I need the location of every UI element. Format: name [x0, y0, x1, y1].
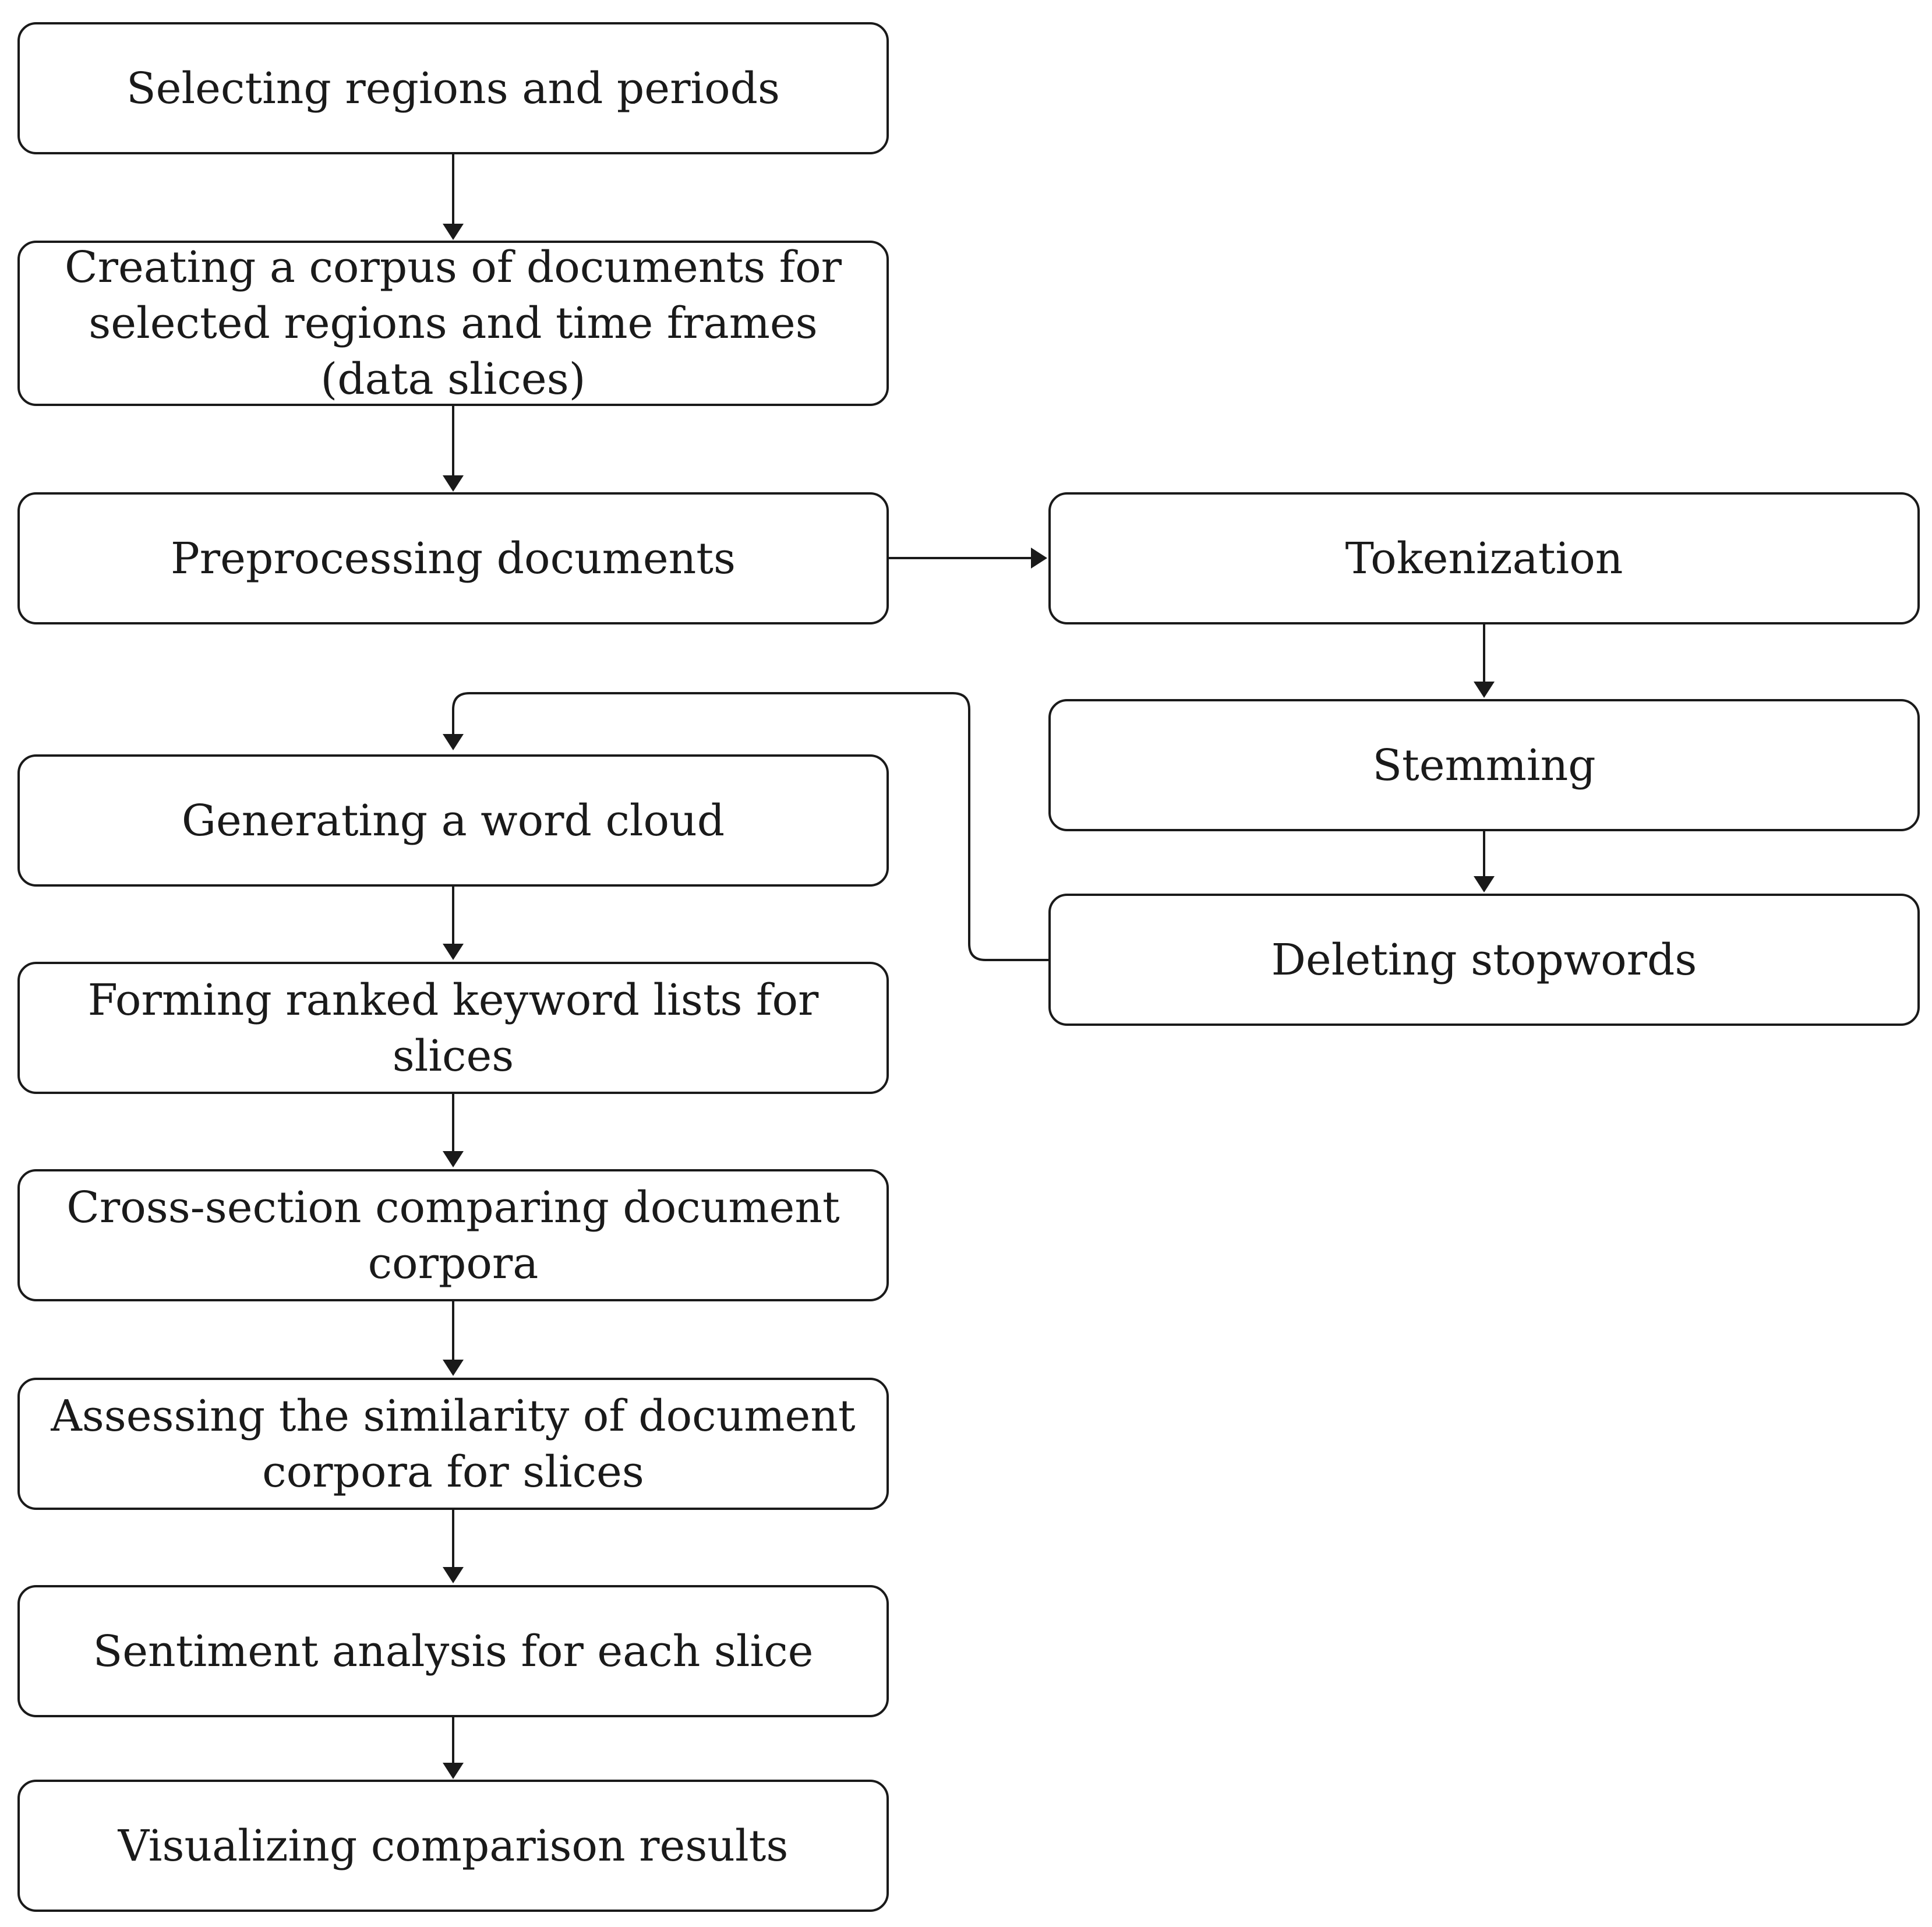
- step-similarity: Assessing the similarity of document cor…: [17, 1378, 889, 1510]
- arrow-stopwords-to-wordcloud: [452, 692, 1048, 961]
- step-keyword-lists-label: Forming ranked keyword lists for slices: [87, 975, 819, 1081]
- step-word-cloud-label: Generating a word cloud: [181, 795, 725, 846]
- substep-tokenization-label: Tokenization: [1345, 533, 1623, 584]
- step-visualizing: Visualizing comparison results: [17, 1780, 889, 1912]
- step-preprocessing-label: Preprocessing documents: [170, 533, 736, 584]
- step-selecting-regions-label: Selecting regions and periods: [126, 63, 780, 114]
- substep-deleting-stopwords-label: Deleting stopwords: [1271, 934, 1697, 985]
- step-keyword-lists: Forming ranked keyword lists for slices: [17, 962, 889, 1094]
- step-creating-corpus: Creating a corpus of documents for selec…: [17, 241, 889, 406]
- step-visualizing-label: Visualizing comparison results: [118, 1820, 789, 1871]
- step-cross-section-label: Cross-section comparing document corpora: [66, 1182, 840, 1289]
- step-creating-corpus-label: Creating a corpus of documents for selec…: [64, 242, 842, 404]
- substep-stemming-label: Stemming: [1372, 740, 1596, 790]
- step-selecting-regions: Selecting regions and periods: [17, 22, 889, 154]
- step-similarity-label: Assessing the similarity of document cor…: [51, 1390, 856, 1497]
- substep-deleting-stopwords: Deleting stopwords: [1048, 894, 1920, 1026]
- step-preprocessing: Preprocessing documents: [17, 492, 889, 624]
- substep-stemming: Stemming: [1048, 699, 1920, 831]
- step-sentiment: Sentiment analysis for each slice: [17, 1585, 889, 1717]
- step-cross-section: Cross-section comparing document corpora: [17, 1169, 889, 1301]
- substep-tokenization: Tokenization: [1048, 492, 1920, 624]
- step-sentiment-label: Sentiment analysis for each slice: [93, 1626, 814, 1677]
- step-word-cloud: Generating a word cloud: [17, 754, 889, 887]
